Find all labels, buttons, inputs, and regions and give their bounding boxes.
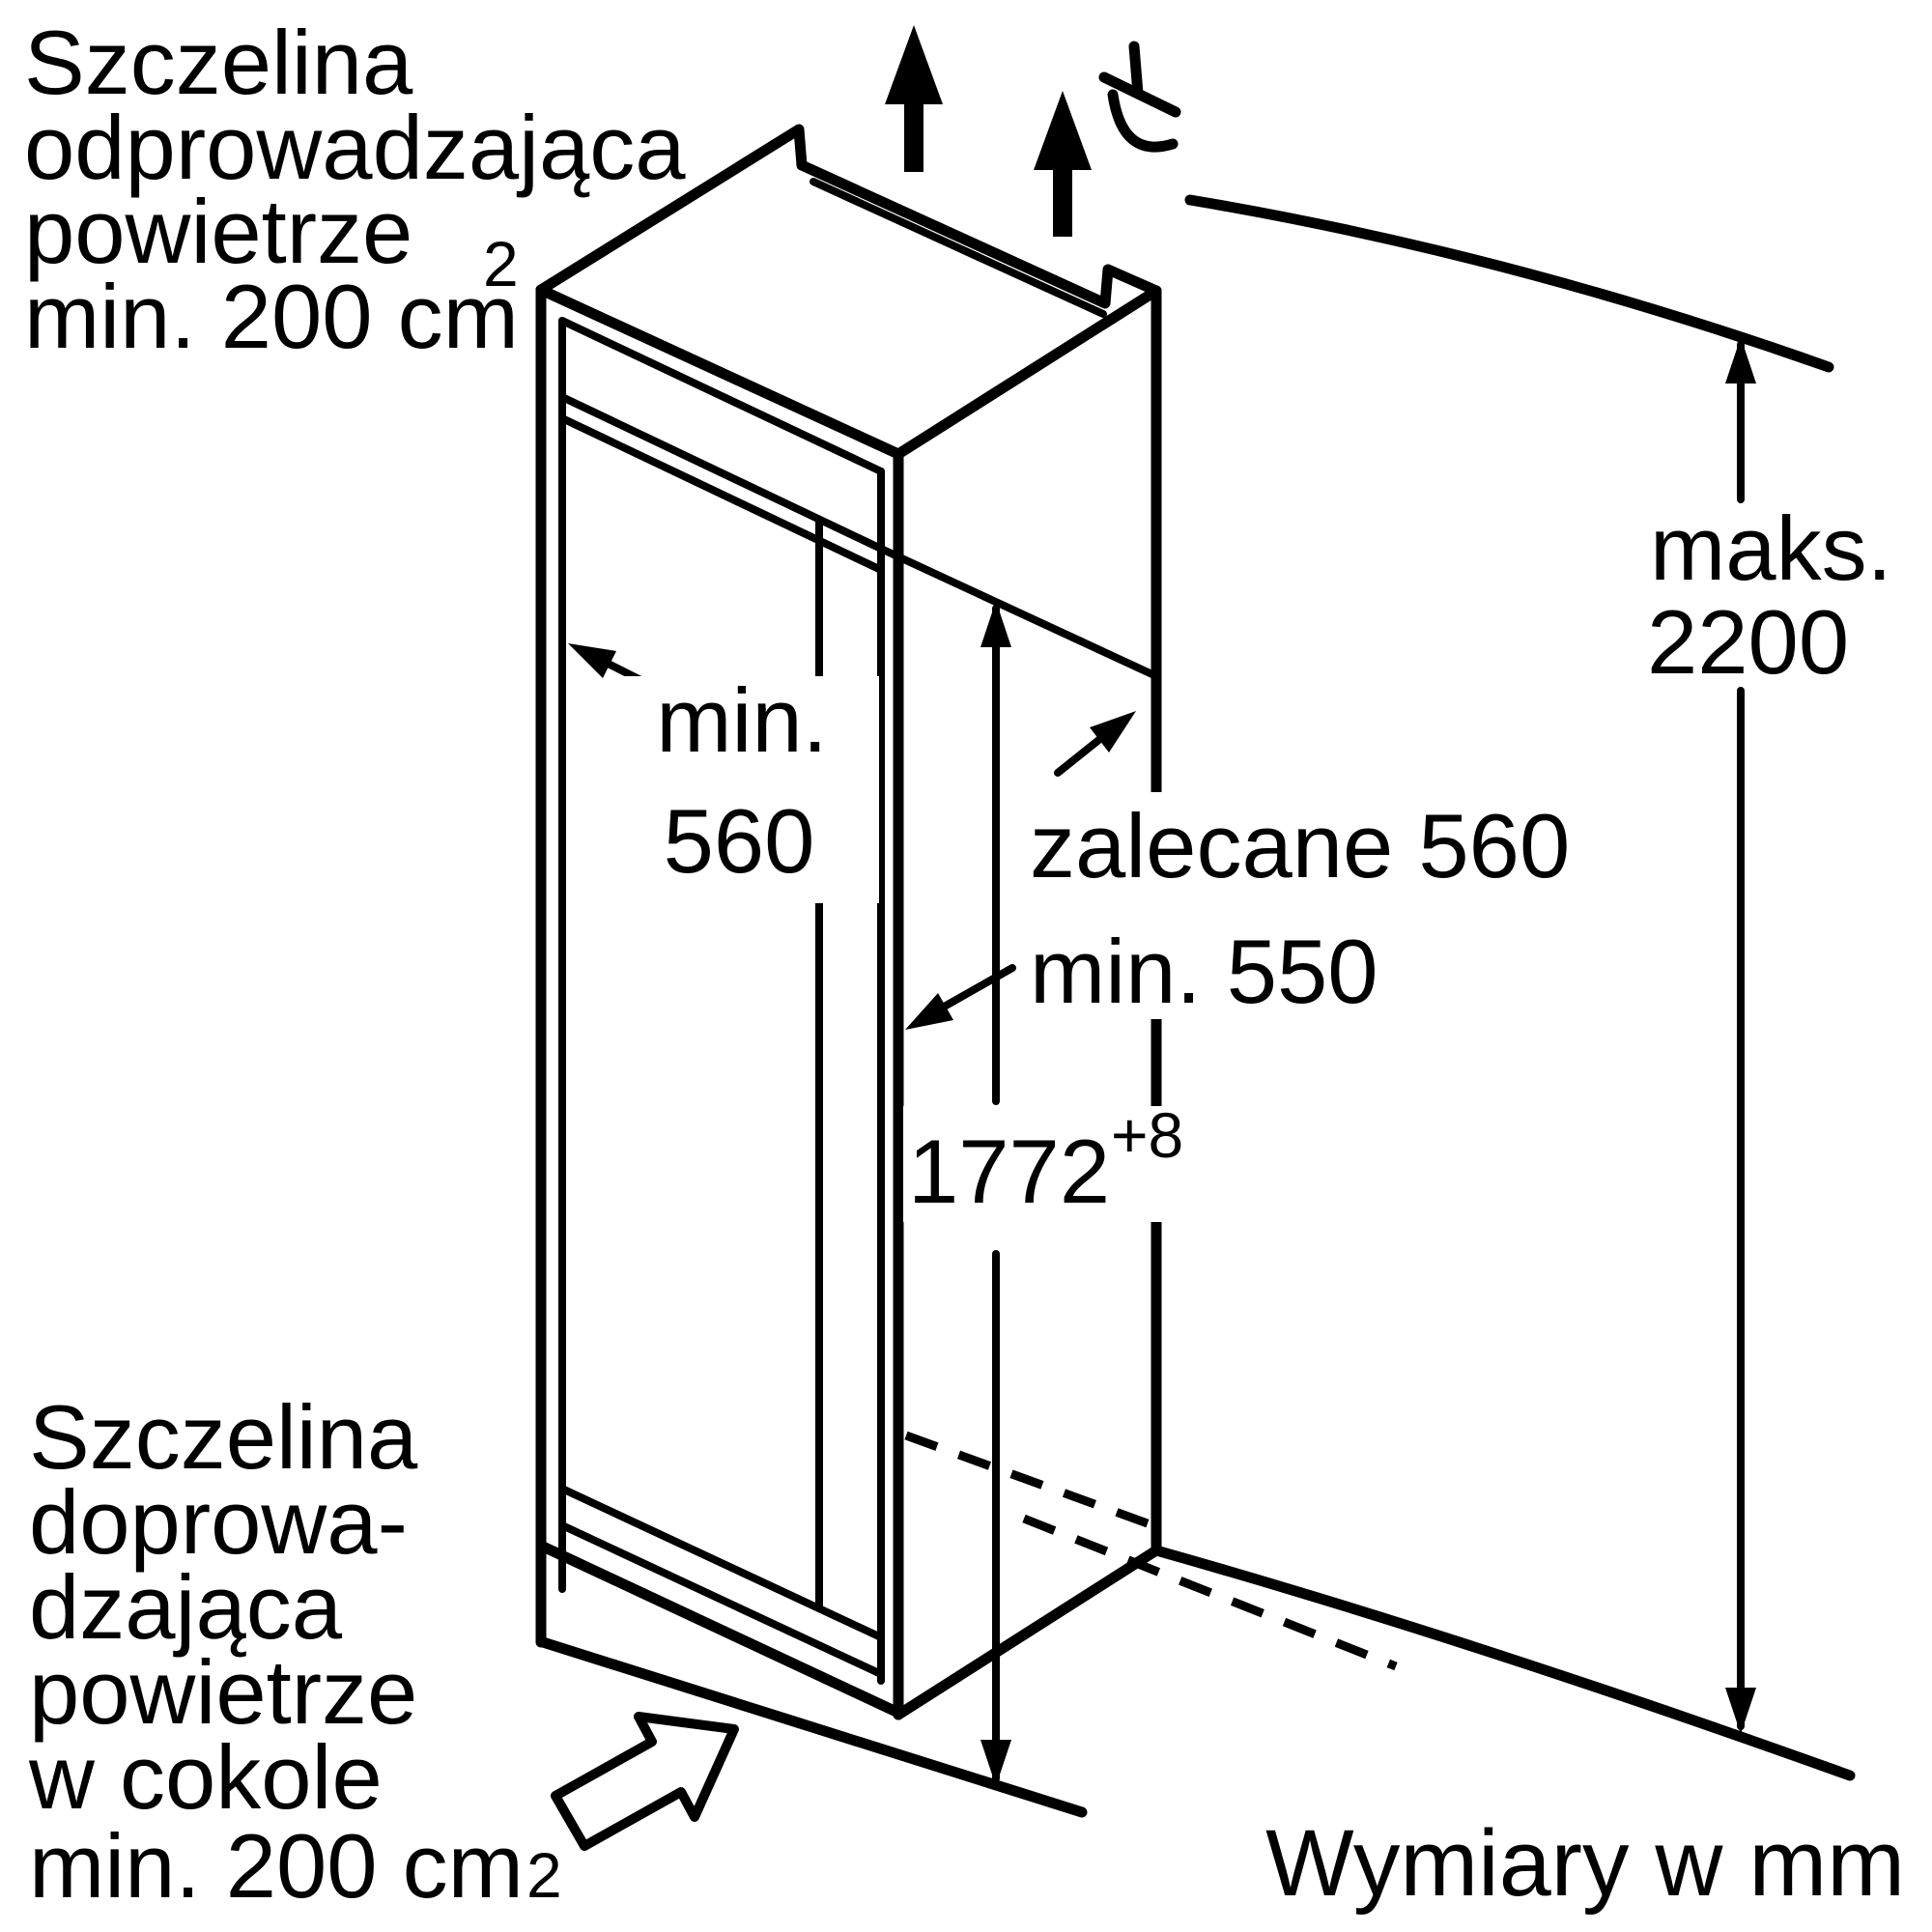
niche-height-tolerance: +8 bbox=[1111, 1099, 1183, 1171]
max-height-dimension bbox=[1725, 337, 1756, 1734]
cut-symbol-icon bbox=[1098, 41, 1181, 153]
top-vent-line3: powietrze bbox=[24, 181, 412, 282]
airflow-arrow-left-icon bbox=[885, 25, 943, 172]
ceiling-leader-line bbox=[1184, 194, 1834, 373]
floor-line bbox=[1151, 1545, 1856, 1781]
niche-depth-line1: zalecane 560 bbox=[1030, 795, 1570, 896]
top-vent-line1: Szczelina bbox=[24, 12, 413, 113]
niche-width-line1: min. bbox=[656, 669, 828, 771]
bottom-vent-superscript: 2 bbox=[526, 1839, 562, 1911]
max-height-line1: maks. bbox=[1650, 497, 1892, 599]
bottom-vent-line3: dzająca bbox=[29, 1556, 343, 1658]
bottom-vent-line1: Szczelina bbox=[29, 1386, 418, 1488]
airflow-arrow-right-icon bbox=[1034, 91, 1092, 237]
top-vent-label: Szczelina odprowadzająca powietrze min. … bbox=[24, 12, 686, 367]
hidden-floor-edge bbox=[904, 1431, 1157, 1531]
top-vent-line4: min. 200 cm bbox=[24, 266, 519, 367]
niche-width-line2: 560 bbox=[664, 790, 815, 892]
top-vent-line2: odprowadzająca bbox=[24, 97, 686, 198]
niche-depth-label: zalecane 560 min. 550 bbox=[1030, 795, 1570, 1022]
bottom-vent-label: Szczelina doprowa- dzająca powietrze w c… bbox=[28, 1386, 562, 1917]
floor-slab-top bbox=[560, 1486, 885, 1641]
bottom-vent-line4: powietrze bbox=[29, 1641, 417, 1743]
niche-height-label: 1772 +8 bbox=[908, 1099, 1183, 1222]
footer-units-label: Wymiary w mm bbox=[1265, 1810, 1905, 1916]
opening-top-lip bbox=[558, 317, 885, 475]
niche-height-value: 1772 bbox=[908, 1121, 1110, 1222]
bottom-vent-line2: doprowa- bbox=[29, 1471, 408, 1573]
air-supply-arrow-icon bbox=[551, 1712, 739, 1851]
top-vent-superscript: 2 bbox=[483, 228, 519, 299]
floor-slab-bottom bbox=[560, 1522, 885, 1678]
bottom-vent-line6: min. 200 cm bbox=[29, 1815, 524, 1917]
max-height-line2: 2200 bbox=[1647, 591, 1849, 693]
niche-width-label: min. 560 bbox=[656, 669, 828, 892]
niche-height-dimension bbox=[980, 601, 1011, 1786]
max-height-label: maks. 2200 bbox=[1647, 497, 1892, 693]
niche-depth-line2: min. 550 bbox=[1030, 921, 1378, 1022]
top-vent-slot bbox=[560, 394, 885, 553]
bottom-vent-line5: w cokole bbox=[28, 1726, 383, 1828]
hidden-bottom-edge bbox=[1022, 1514, 1398, 1671]
